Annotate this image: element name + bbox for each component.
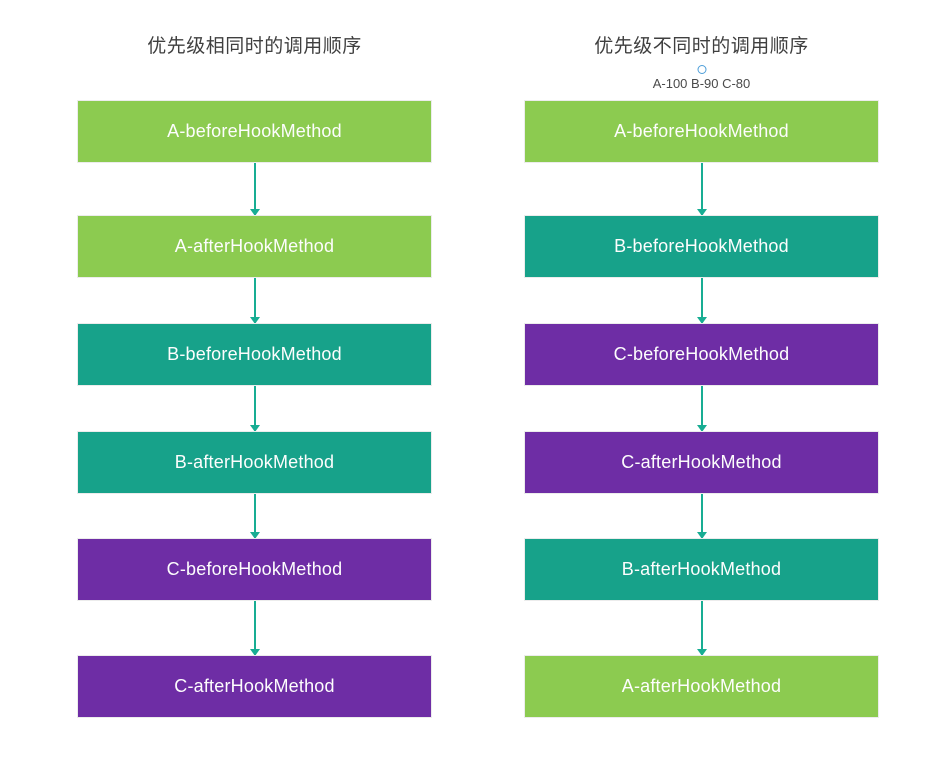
column-title-same-priority: 优先级相同时的调用顺序 <box>147 36 362 57</box>
flow-node: C-beforeHookMethod <box>77 538 432 601</box>
flow-node: B-beforeHookMethod <box>77 323 432 386</box>
flow-node-label: C-afterHookMethod <box>174 676 335 696</box>
flow-node: C-afterHookMethod <box>524 431 879 494</box>
column-same-priority: 优先级相同时的调用顺序 A-beforeHookMethod A-afterHo… <box>77 0 432 766</box>
flow-node-label: B-afterHookMethod <box>621 559 782 579</box>
flow-node-label: A-beforeHookMethod <box>167 121 342 141</box>
flow-node: A-afterHookMethod <box>524 655 879 718</box>
flow-node-label: C-beforeHookMethod <box>613 344 790 364</box>
column-title-different-priority: 优先级不同时的调用顺序 <box>594 36 809 57</box>
flow-node-label: B-beforeHookMethod <box>614 236 789 256</box>
flow-node: A-beforeHookMethod <box>524 100 879 163</box>
flow-node-label: B-afterHookMethod <box>174 452 335 472</box>
flow-node: C-beforeHookMethod <box>524 323 879 386</box>
flow-node: B-afterHookMethod <box>524 538 879 601</box>
priority-note: A-100 B-90 C-80 <box>652 76 751 91</box>
arrow-down-icon <box>253 386 256 431</box>
arrow-down-icon <box>700 494 703 538</box>
flow-node: B-beforeHookMethod <box>524 215 879 278</box>
circle-marker-icon <box>697 65 706 74</box>
arrow-down-icon <box>700 601 703 655</box>
arrow-down-icon <box>700 278 703 323</box>
arrow-down-icon <box>253 601 256 655</box>
flow-node: B-afterHookMethod <box>77 431 432 494</box>
flow-node-label: A-beforeHookMethod <box>614 121 789 141</box>
flow-node-label: C-beforeHookMethod <box>166 559 343 579</box>
arrow-down-icon <box>253 278 256 323</box>
flow-node: A-beforeHookMethod <box>77 100 432 163</box>
flow-node-label: C-afterHookMethod <box>621 452 782 472</box>
arrow-down-icon <box>700 163 703 215</box>
arrow-down-icon <box>253 494 256 538</box>
column-different-priority: 优先级不同时的调用顺序 A-100 B-90 C-80 A-beforeHook… <box>524 0 879 766</box>
flow-node-label: A-afterHookMethod <box>174 236 335 256</box>
flow-node-label: B-beforeHookMethod <box>167 344 342 364</box>
flow-node: A-afterHookMethod <box>77 215 432 278</box>
arrow-down-icon <box>700 386 703 431</box>
flow-node: C-afterHookMethod <box>77 655 432 718</box>
flow-node-label: A-afterHookMethod <box>621 676 782 696</box>
arrow-down-icon <box>253 163 256 215</box>
